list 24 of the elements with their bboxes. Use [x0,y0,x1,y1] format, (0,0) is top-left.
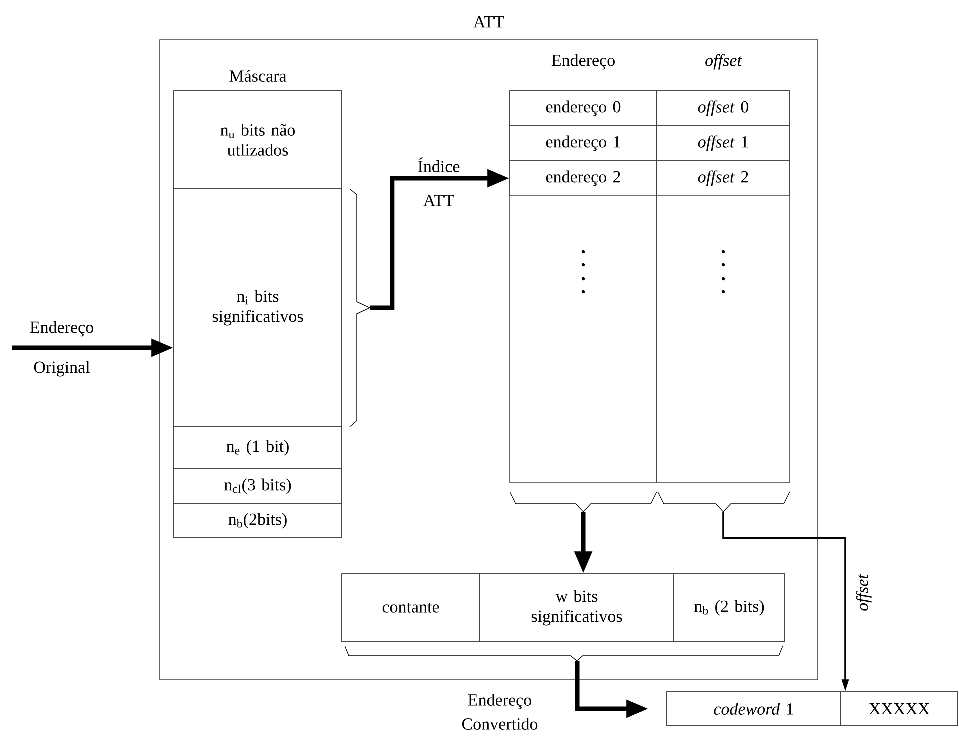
node-label: ATT [474,16,504,28]
register-field: n$_{b}$(2bits) [174,504,342,538]
table-cell: offset 0 [656,90,790,126]
register-field: n$_{b}$ (2 bits) [674,574,786,642]
edge-label: offset [856,574,872,611]
table-cell: offset 2 [656,160,790,196]
register-field: n$_{cl}$(3 bits) [174,468,342,504]
register-field: contante [342,574,480,642]
edge-label: Endereço Original [30,321,94,377]
register-field: w bits significativos [480,574,674,642]
table-cell: endereço 0 [510,90,658,126]
register-field: n$_{e}$ (1 bit) [174,426,342,470]
node-label: Máscara [230,70,287,82]
edge-label: Endereço Convertido [462,694,538,730]
register-field: n$_{i}$ bits significativos [174,188,342,428]
table-cell: endereço 2 [510,160,658,196]
register-field: n$_{u}$ bits não utlizados [174,90,342,190]
node-label: offset [706,54,742,70]
edge-label: Índice ATT [418,158,460,206]
table-cell: endereço 1 [510,126,658,162]
register-field: codeword 1 [666,692,842,726]
table-cell: offset 1 [656,126,790,162]
register-field: XXXXX [840,692,958,726]
node-label: Endereço [552,54,615,70]
